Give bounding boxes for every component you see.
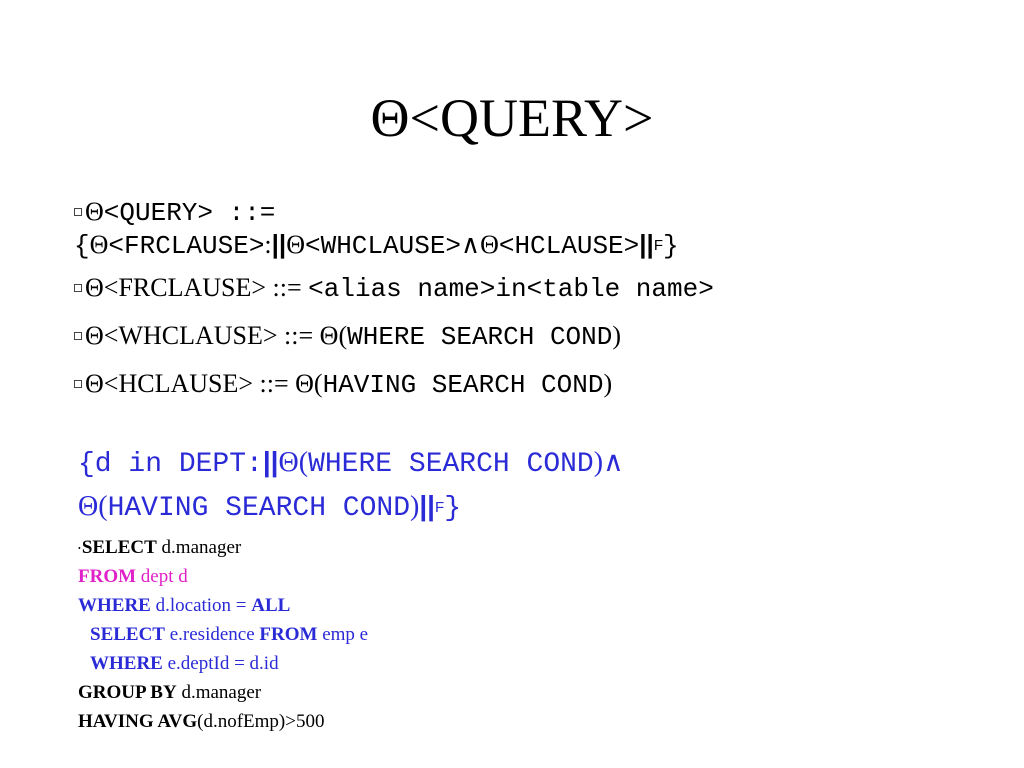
sql-groupby-line: GROUP BY d.manager: [78, 682, 262, 703]
sql-select-line: •SELECT d.manager: [78, 537, 242, 558]
sql-from-line: FROM dept d: [78, 566, 188, 587]
sql-subquery-select-line: SELECT e.residence FROM emp e: [90, 624, 369, 645]
rule-query: Θ<QUERY> ::=: [74, 196, 275, 229]
square-bullet-icon: [74, 380, 82, 389]
rule-frclause: Θ<FRCLAUSE> ::= <alias name>in<table nam…: [74, 272, 714, 305]
sql-where-line: WHERE d.location = ALL: [78, 595, 291, 616]
sql-subquery-where-line: WHERE e.deptId = d.id: [90, 653, 279, 674]
slide-title: Θ<QUERY>: [370, 88, 654, 148]
square-bullet-icon: [74, 208, 82, 217]
sql-having-line: HAVING AVG(d.nofEmp)>500: [78, 711, 325, 732]
square-bullet-icon: [74, 332, 82, 341]
square-bullet-icon: [74, 284, 82, 293]
example-line-2: Θ(HAVING SEARCH COND)||F}: [78, 490, 461, 524]
rule-whclause: Θ<WHCLAUSE> ::= Θ(WHERE SEARCH COND): [74, 320, 621, 353]
bullet-dot-icon: •: [78, 543, 81, 553]
example-line-1: {d in DEPT:||Θ(WHERE SEARCH COND)∧: [78, 446, 624, 480]
rule-query-rhs: {Θ<FRCLAUSE>:||Θ<WHCLAUSE>∧Θ<HCLAUSE>||F…: [74, 229, 679, 261]
rule-hclause: Θ<HCLAUSE> ::= Θ(HAVING SEARCH COND): [74, 368, 612, 401]
